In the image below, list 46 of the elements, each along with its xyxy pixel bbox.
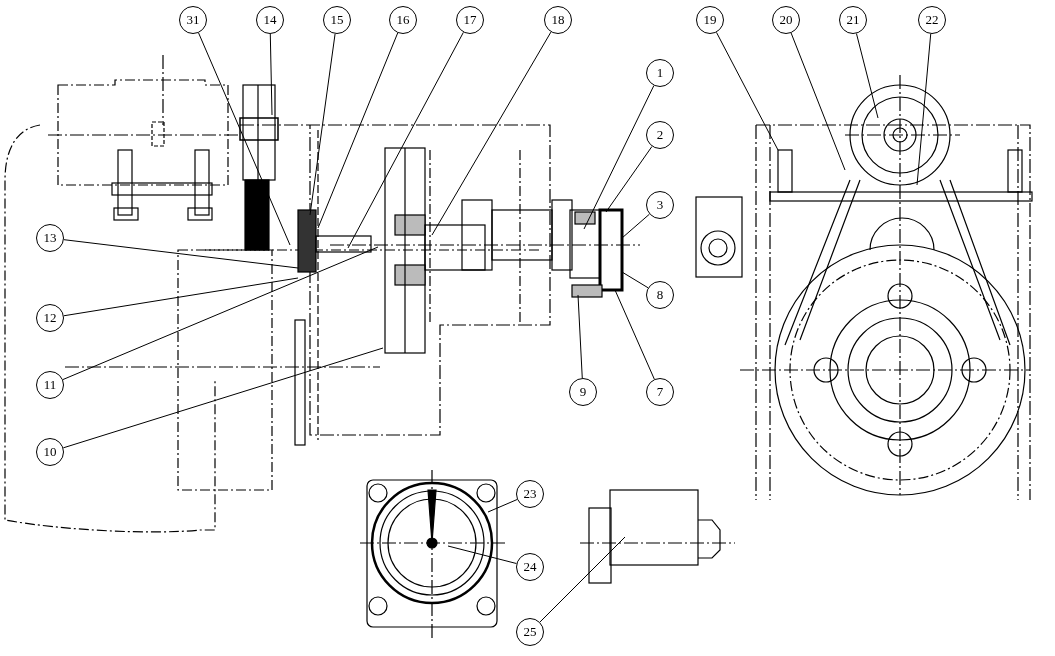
leader-line	[431, 31, 552, 236]
callout-number: 13	[36, 224, 64, 252]
leader-line	[790, 32, 846, 171]
leader-line	[63, 277, 299, 317]
callout-number: 15	[323, 6, 351, 34]
leader-line	[583, 85, 655, 230]
callout-number: 17	[456, 6, 484, 34]
callout-number: 21	[839, 6, 867, 34]
leader-line	[317, 32, 399, 229]
leader-line	[916, 33, 932, 186]
leader-line	[447, 545, 517, 565]
callout-number: 11	[36, 371, 64, 399]
leader-line	[621, 271, 649, 289]
leader-line	[577, 294, 583, 379]
leader-line	[347, 31, 464, 249]
leader-line	[269, 33, 273, 116]
leader-line	[309, 33, 336, 216]
leader-line	[62, 246, 379, 381]
leader-line	[716, 31, 779, 151]
callout-number: 1	[646, 59, 674, 87]
callout-number: 8	[646, 281, 674, 309]
callout-number: 10	[36, 438, 64, 466]
callout-number: 12	[36, 304, 64, 332]
callout-number: 31	[179, 6, 207, 34]
callout-number: 23	[516, 480, 544, 508]
callout-number: 16	[389, 6, 417, 34]
callout-number: 20	[772, 6, 800, 34]
callout-number: 14	[256, 6, 284, 34]
callout-number: 25	[516, 618, 544, 646]
callout-number: 2	[646, 121, 674, 149]
callout-number: 3	[646, 191, 674, 219]
leader-line	[614, 289, 655, 380]
callout-number: 7	[646, 378, 674, 406]
leader-line	[605, 145, 653, 213]
callout-number: 9	[569, 378, 597, 406]
callout-number: 18	[544, 6, 572, 34]
leader-line	[621, 213, 650, 239]
leader-line	[487, 499, 518, 513]
leader-line	[539, 536, 626, 623]
leader-line	[198, 32, 291, 246]
leader-line	[62, 347, 384, 449]
callout-number: 22	[918, 6, 946, 34]
callout-number: 19	[696, 6, 724, 34]
callout-number: 24	[516, 553, 544, 581]
leader-line	[855, 33, 879, 119]
leader-line	[63, 239, 299, 269]
